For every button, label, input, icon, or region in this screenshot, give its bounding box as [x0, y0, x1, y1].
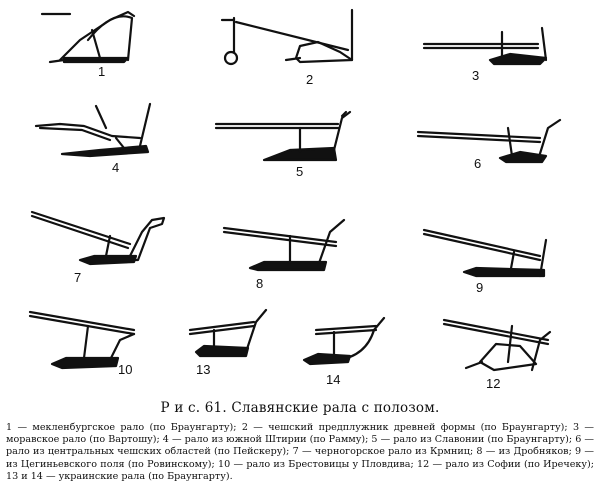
caption-prefix: Р и с. 61.: [160, 400, 227, 416]
figure-label-7: 7: [74, 270, 81, 285]
figure-label-12: 12: [486, 376, 500, 391]
plough-drawing-5: [214, 110, 352, 162]
figure-label-1: 1: [98, 64, 105, 79]
plough-drawing-8: [222, 218, 346, 272]
plough-drawing-1: [40, 10, 136, 64]
figure-label-8: 8: [256, 276, 263, 291]
plough-drawing-7: [30, 210, 166, 266]
figure-caption: Р и с. 61. Славянские рала с полозом.: [0, 400, 600, 416]
figure-label-13: 13: [196, 362, 210, 377]
figure-label-5: 5: [296, 164, 303, 179]
caption-title: Славянские рала с полозом.: [231, 400, 440, 416]
plough-drawing-2: [220, 8, 354, 66]
plough-drawing-4: [34, 102, 152, 158]
figure-label-3: 3: [472, 68, 479, 83]
figure-label-9: 9: [476, 280, 483, 295]
plough-drawing-13: [188, 308, 268, 358]
plough-drawing-10: [28, 310, 136, 370]
plough-drawing-9: [422, 228, 548, 278]
plough-drawing-12: [442, 318, 552, 372]
plough-drawing-6: [416, 118, 562, 164]
plough-drawing-3: [422, 26, 548, 66]
figure-label-10: 10: [118, 362, 132, 377]
figure-label-14: 14: [326, 372, 340, 387]
figure-label-4: 4: [112, 160, 119, 175]
figure-legend: 1 — мекленбургское рало (по Браунгарту);…: [6, 422, 594, 482]
plough-drawing-14: [302, 316, 386, 366]
figure-label-2: 2: [306, 72, 313, 87]
figure-label-6: 6: [474, 156, 481, 171]
plough-figure: 1 2 3 4 5 6 7 8 9 10 13 14 12: [28, 8, 562, 391]
